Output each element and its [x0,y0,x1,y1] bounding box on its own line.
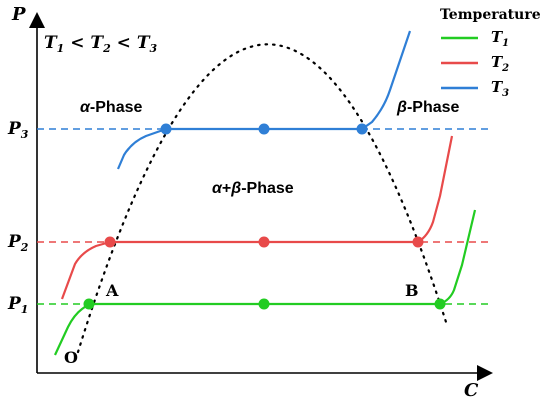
point-o-label: O [64,348,78,367]
x-axis-label: C [464,380,479,401]
p2-label: P2 [7,232,29,254]
y-axis-label: P [11,4,26,25]
temperature-condition: T1 < T2 < T3 [44,33,157,55]
p1-label: P1 [7,294,28,316]
legend-t2-label: T2 [491,53,509,74]
legend-title: Temperature [440,7,541,23]
t3-middle-point [258,123,270,135]
t1-right-point [434,298,446,310]
t3-left-point [160,123,172,135]
legend-t3-label: T3 [491,78,509,99]
t1-left-point [83,298,95,310]
t1-middle-point [258,298,270,310]
t2-middle-point [258,236,270,248]
point-b-label: B [405,281,419,300]
p3-label: P3 [7,119,29,141]
beta-phase-label: β-Phase [396,99,460,116]
legend: Temperature T1 T2 T3 [440,7,541,99]
t2-right-point [412,236,424,248]
phase-boundary-dotted [76,43,448,354]
alpha-phase-label: α-Phase [80,99,142,116]
legend-t1-label: T1 [491,28,509,49]
t2-left-point [104,236,116,248]
t3-right-point [356,123,368,135]
alpha-beta-phase-label: α+β-Phase [212,180,294,197]
point-a-label: A [105,281,119,300]
t3-isotherm [116,30,412,170]
